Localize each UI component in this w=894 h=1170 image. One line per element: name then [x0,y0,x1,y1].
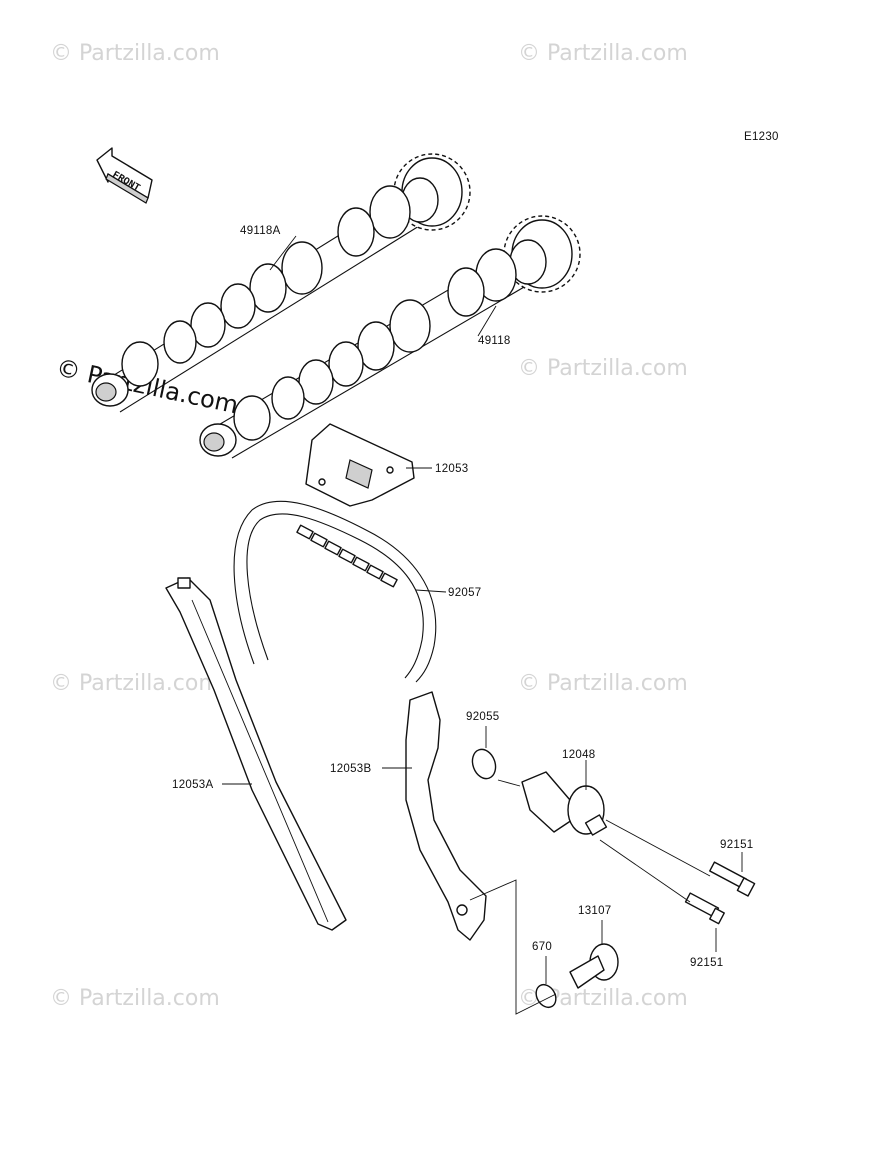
label-49118a: 49118A [240,225,281,237]
bolt-lower [684,892,725,925]
label-92151-upper: 92151 [720,839,753,851]
label-12053b: 12053B [330,763,371,775]
camshaft-a [91,153,471,413]
watermark-3: © Partzilla.com [518,356,688,381]
diagram-code: E1230 [744,131,779,143]
label-12053a: 12053A [172,779,213,791]
chain-tensioner [521,771,608,836]
upper-chain-guide [305,423,415,507]
plug [569,943,619,989]
watermark-4: © Partzilla.com [50,671,220,696]
watermark-6: © Partzilla.com [50,986,220,1011]
chain-guide-a [165,577,347,931]
cam-chain [233,500,437,683]
front-arrow-icon: FRONT [96,147,153,204]
camshaft-b [199,215,581,459]
watermark-1: © Partzilla.com [50,41,220,66]
label-49118: 49118 [478,335,511,347]
o-ring [471,748,497,780]
watermark-2: © Partzilla.com [518,41,688,66]
label-670: 670 [532,941,552,953]
chain-guide-b [405,691,487,941]
label-12053: 12053 [435,463,468,475]
bolt-upper [709,861,756,897]
label-92151-lower: 92151 [690,957,723,969]
chain-links [296,524,398,588]
label-12048: 12048 [562,749,595,761]
part-labels: 49118A 49118 12053 92057 12053A 12053B 9… [172,225,753,969]
label-92055: 92055 [466,711,499,723]
leader-lines [222,235,743,1015]
label-92057: 92057 [448,587,481,599]
watermark-5: © Partzilla.com [518,671,688,696]
label-13107: 13107 [578,905,611,917]
